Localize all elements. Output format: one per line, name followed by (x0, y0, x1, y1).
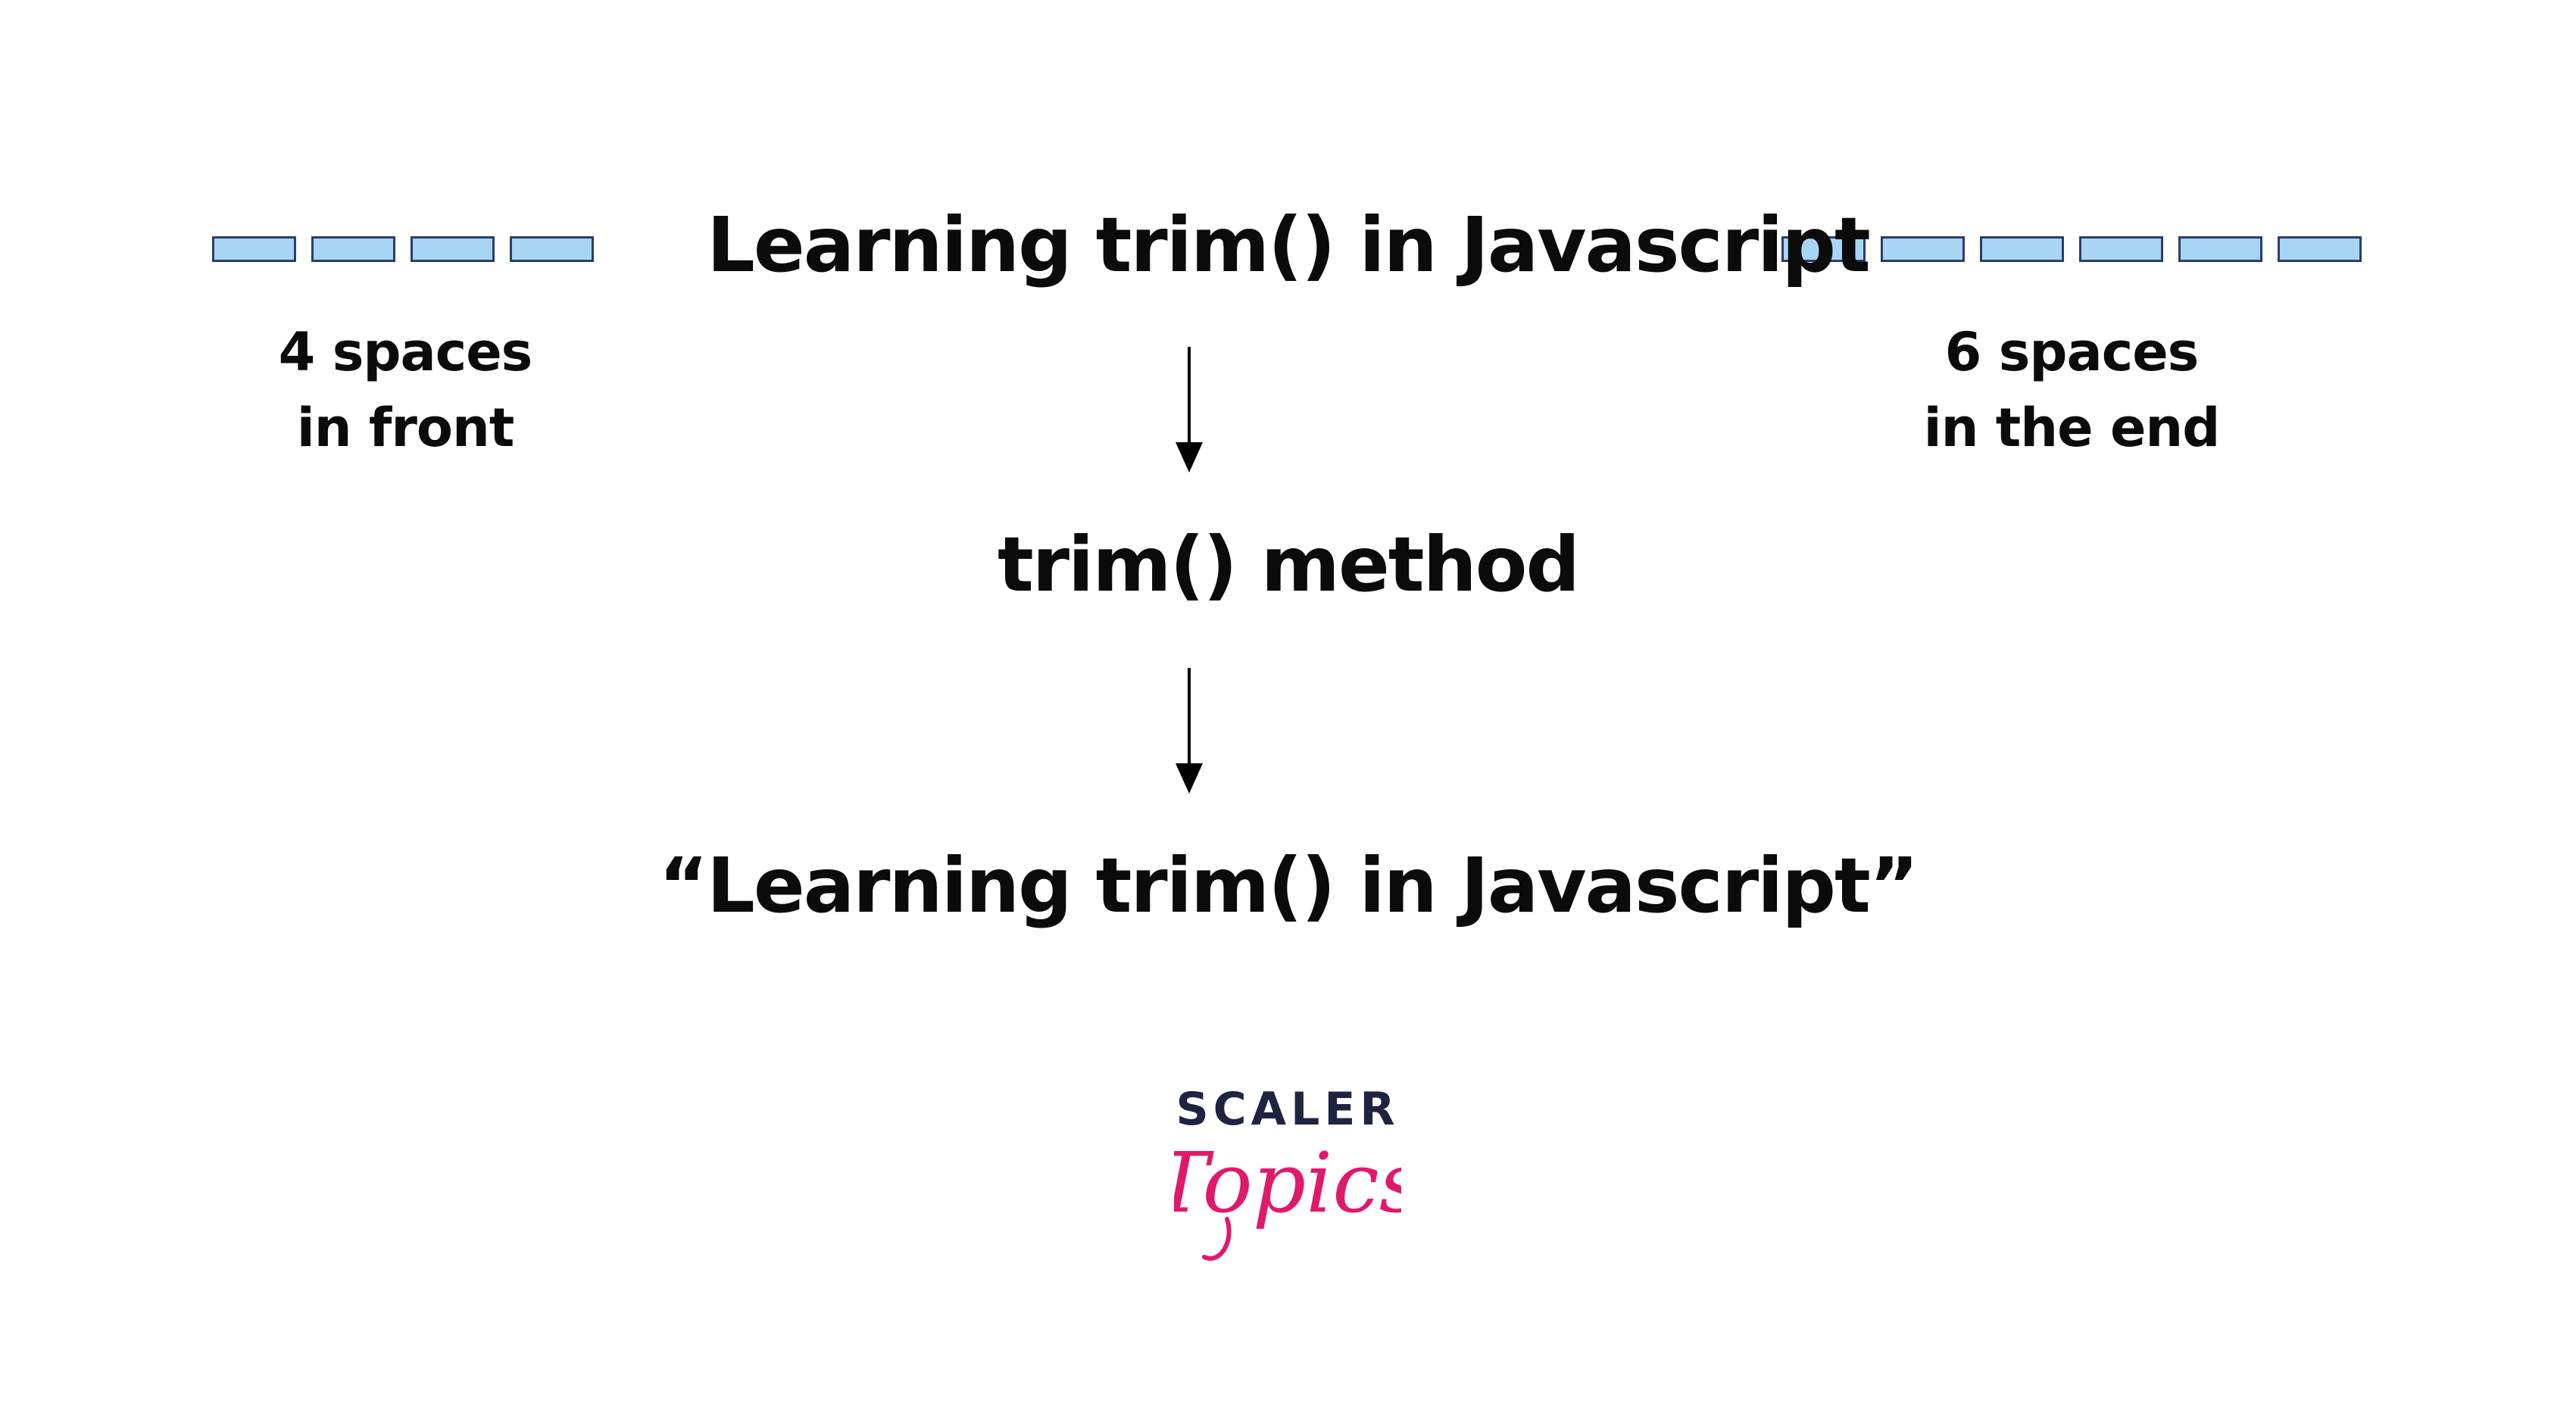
end-label-line: 6 spaces (1944, 321, 2200, 383)
space-box (212, 236, 296, 262)
space-box (311, 236, 395, 262)
down-arrow-icon (1176, 347, 1203, 476)
space-box (1881, 236, 1965, 262)
svg-text:Topics: Topics (1174, 1134, 1401, 1231)
scaler-topics-logo: SCALER Topics (1174, 1075, 1401, 1272)
down-arrow-icon (1176, 668, 1203, 797)
space-box (411, 236, 495, 262)
front-label-line: in front (296, 397, 515, 459)
input-string: Learning trim() in Javascript (707, 201, 1871, 289)
end-spaces-label: 6 spaces in the end (1897, 314, 2246, 466)
logo-script-text: Topics (1174, 1134, 1401, 1261)
space-box (1980, 236, 2064, 262)
method-label: trim() method (997, 520, 1580, 609)
logo-brand-text: SCALER (1176, 1083, 1400, 1136)
front-label-line: 4 spaces (278, 321, 533, 383)
trimmed-result: “Learning trim() in Javascript” (658, 841, 1919, 930)
space-box (2278, 236, 2362, 262)
space-box (1781, 236, 1866, 262)
space-box (2178, 236, 2262, 262)
front-spaces-label: 4 spaces in front (231, 314, 579, 466)
end-label-line: in the end (1923, 397, 2221, 459)
space-box (510, 236, 594, 262)
space-box (2079, 236, 2163, 262)
